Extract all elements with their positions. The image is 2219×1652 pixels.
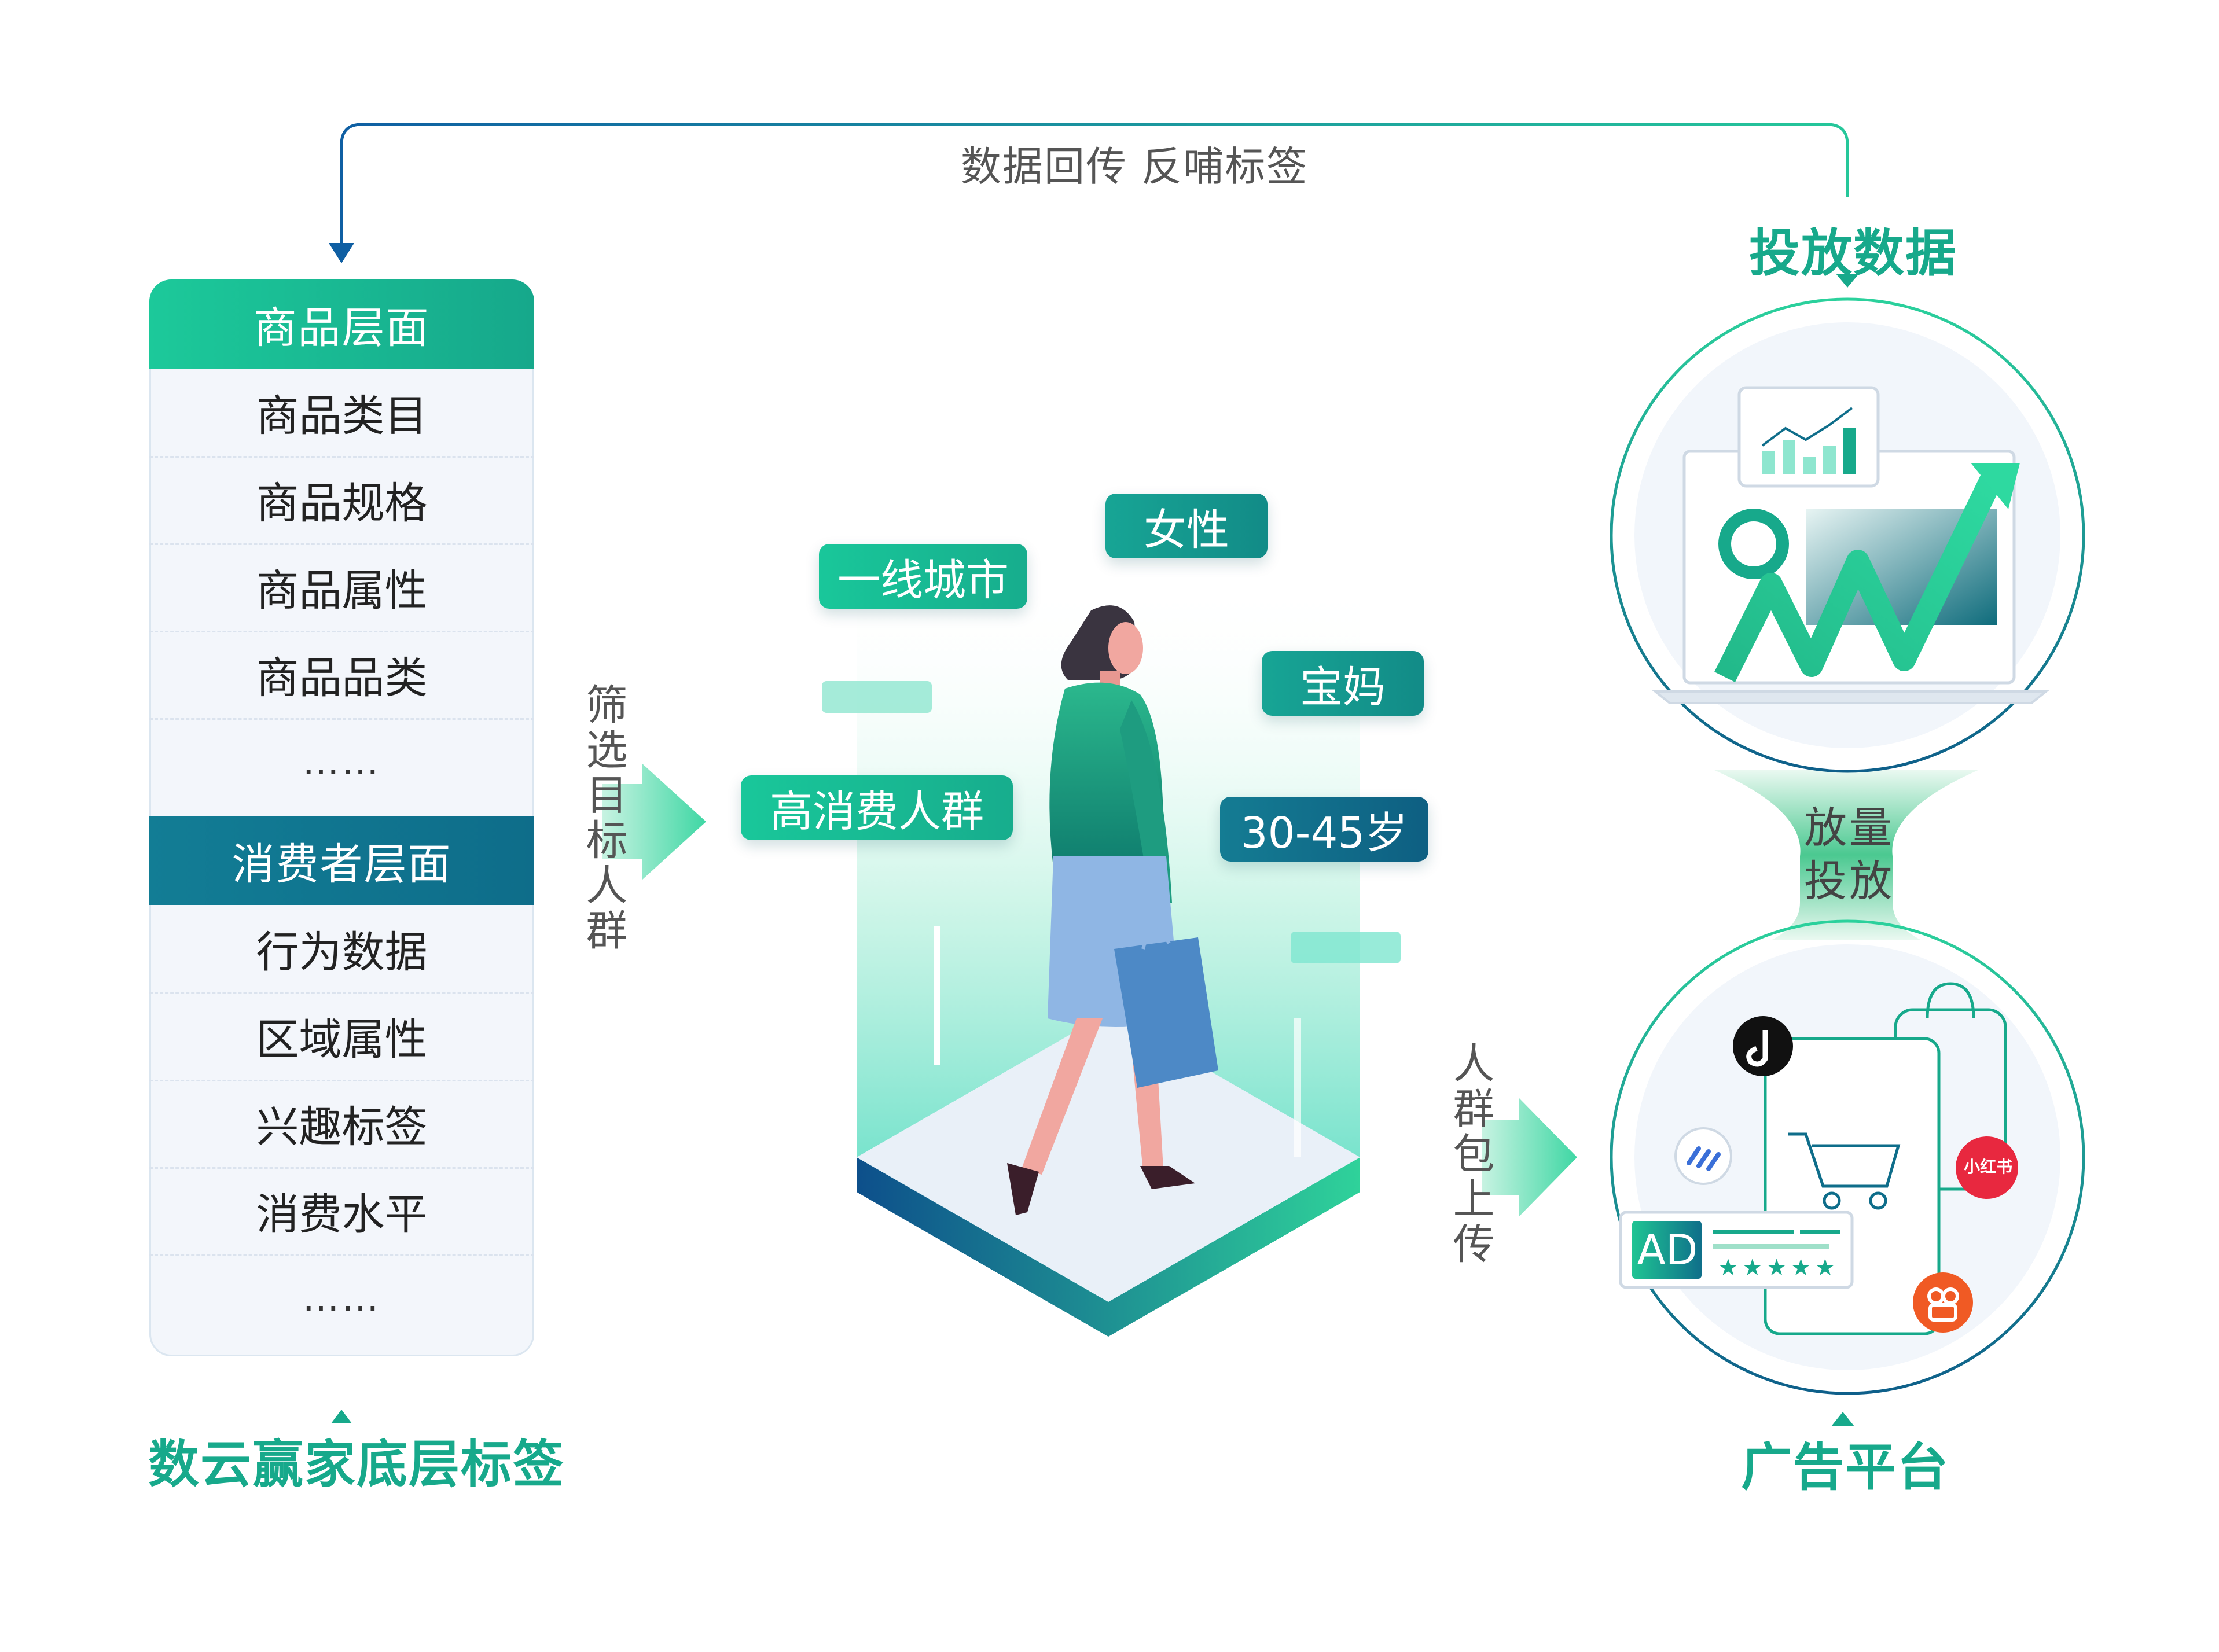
consumer-item: 兴趣标签 [149,1080,534,1169]
upload-arrow [1482,1098,1577,1216]
mini-bar [1783,440,1795,474]
tiktok-note [1746,1030,1768,1067]
feedback-label: 数据回传 反哺标签 [961,143,1309,190]
cart-wheel [1823,1191,1841,1210]
product-item: 商品属性 [149,543,534,632]
product-item: 商品品类 [149,631,534,720]
consumer-layer-header: 消费者层面 [149,816,534,905]
ad-text-line [1713,1230,1794,1234]
shoe-back [1007,1163,1039,1215]
consumer-item-more: …… [302,1276,381,1320]
mini-line [1761,407,1853,447]
consumer-item: 行为数据 [149,905,534,994]
product-item: 商品类目 [149,369,534,458]
mini-bar [1803,457,1816,474]
ad-text-line [1800,1230,1840,1234]
tag-city: 一线城市 [819,544,1027,609]
mini-bar [1762,451,1775,474]
shopping-bag-handle [1141,928,1171,950]
product-item-more: …… [302,740,381,783]
consumer-item: 区域属性 [149,992,534,1081]
caption-caret-top-right [1836,274,1859,288]
donut-chart [1718,509,1789,579]
glow-bar [1291,932,1401,963]
platform-side [857,1157,1360,1337]
delivery-data-caption: 投放数据 [1749,223,1958,283]
cart-wheel [1869,1191,1887,1210]
funnel-connector [1713,770,1979,940]
ad-rating-stars: ★★★★★ [1718,1254,1839,1281]
filter-arrow [602,764,706,880]
tag-card: 商品层面 商品类目 商品规格 商品属性 商品品类 …… 消费者层面 行为数据 区… [149,279,534,1356]
mini-bar [1843,428,1856,474]
caption-caret-bottom-right [1831,1412,1854,1426]
left-caption: 数云赢家底层标签 [148,1434,565,1494]
light-streak [934,926,940,1065]
tag-gender: 女性 [1105,494,1268,558]
laptop-base [1652,690,2049,704]
tag-spending: 高消费人群 [741,775,1013,840]
upload-label: 人群包上传 [1446,1042,1494,1267]
xiaohongshu-icon-label: 小红书 [1963,1157,2012,1176]
glow-bar [822,681,932,713]
caption-caret-left [331,1410,352,1423]
product-item: 商品规格 [149,456,534,545]
growth-arrow [1714,475,2002,682]
kuaishou-style-strokes [1687,1146,1721,1171]
product-layer-header: 商品层面 [149,279,534,369]
delivery-circle-ring [1610,297,2085,773]
ad-platform-caption: 广告平台 [1741,1437,1950,1497]
feedback-arrowhead [329,243,354,263]
xiaohongshu-icon [1956,1136,2018,1199]
growth-arrowhead [1971,463,2020,509]
leg-back [1022,1018,1103,1175]
shoe-front [1140,1166,1195,1189]
tag-mom: 宝妈 [1262,651,1424,716]
ad-badge: AD [1637,1226,1698,1274]
kuaishou-icon [1913,1272,1973,1333]
shopping-bag [1114,937,1218,1088]
consumer-item: 消费水平 [149,1167,534,1256]
ad-badge-bg [1632,1221,1702,1279]
face [1108,622,1143,674]
tag-age: 30-45岁 [1220,797,1428,862]
cart-outline [1788,1132,1901,1188]
kuaishou-icon-body [1928,1303,1957,1322]
scale-delivery-label: 放量投放 [1804,803,1894,906]
feedback-line [340,123,1849,246]
mini-bar [1823,446,1836,474]
ad-text-line [1713,1244,1829,1249]
platform-top [857,1013,1360,1302]
platform-circle-ring [1610,919,2085,1395]
light-streak [1294,1018,1301,1157]
shopping-bag-handle-outline [1926,982,1975,1019]
filter-label: 筛选目标人群 [579,683,627,954]
